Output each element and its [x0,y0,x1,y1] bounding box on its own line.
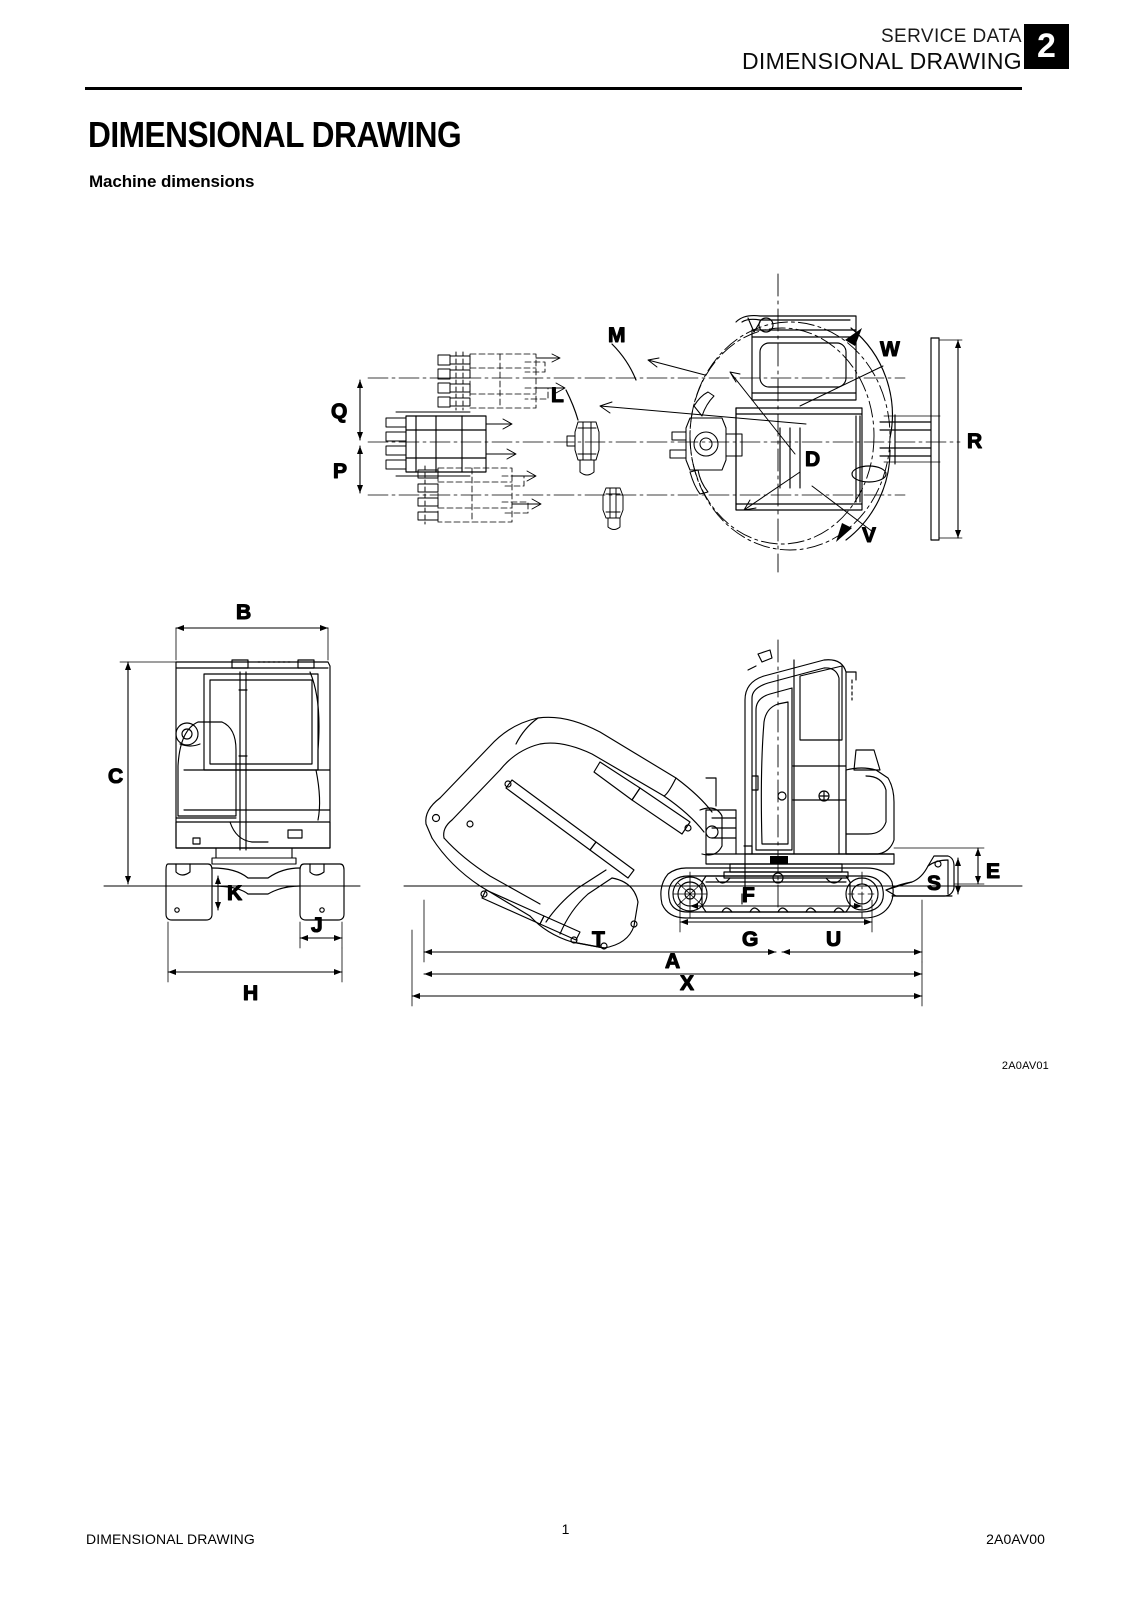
dim-label-X: X [680,972,694,995]
dim-label-T: T [592,928,605,951]
dim-label-J: J [311,914,323,937]
dim-label-D: D [805,448,820,471]
dimension-R [938,339,963,539]
dim-label-V: V [862,524,876,547]
dim-label-B: B [236,601,251,624]
upperstructure-top-view [735,315,887,511]
bucket-upper-teeth [437,351,471,411]
blade-top-view [879,337,940,541]
cab-side-elevation [705,649,895,905]
dim-label-E: E [986,860,1000,883]
dimension-B [175,625,329,661]
page-header: SERVICE DATA DIMENSIONAL DRAWING [742,26,1022,75]
header-service-data: SERVICE DATA [880,26,1022,47]
dim-label-M: M [608,324,626,347]
dim-label-C: C [108,765,123,788]
dimension-C [119,661,221,885]
footer-left: DIMENSIONAL DRAWING [86,1531,255,1547]
dim-label-G: G [742,928,758,951]
swing-arc-V [836,449,891,542]
machine-front-elevation [175,659,331,851]
page-title: DIMENSIONAL DRAWING [88,114,462,155]
dim-label-R: R [967,430,982,453]
dim-label-S: S [927,872,941,895]
dim-label-A: A [665,950,680,973]
dimension-T [423,899,777,963]
swing-arc-W [845,327,893,439]
undercarriage-front [165,863,345,921]
dimension-X [411,929,923,1007]
front-view: B C [103,600,361,1006]
figure-id: 2A0AV01 [1001,1060,1049,1072]
footer-right: 2A0AV00 [986,1531,1045,1547]
header-dimensional-drawing: DIMENSIONAL DRAWING [741,48,1022,74]
bucket-lower-teeth [417,465,439,525]
section-number-badge: 2 [1024,24,1069,69]
boom-arm-bucket-side [425,716,723,950]
track-side-elevation [660,867,894,919]
footer-page-number: 1 [561,1521,570,1537]
dim-label-H: H [243,982,258,1005]
dim-label-W: W [880,338,900,361]
dimension-G [679,899,873,933]
top-view: Q P L [330,273,983,573]
bucket-center-teeth [385,411,471,477]
dim-label-F: F [742,884,755,907]
machine-dimension-drawing: Q P L [0,210,1131,1110]
boom-bracket-top-view [669,391,743,495]
side-view: S E F G [403,639,1023,1007]
bucket-upper-position [469,353,549,409]
bucket-center-position [405,415,487,473]
dimension-U [781,899,923,963]
dim-label-P: P [333,460,347,483]
section-subtitle: Machine dimensions [89,172,255,191]
dimension-H [167,921,343,983]
dim-label-U: U [826,928,841,951]
arm-top-view-center [566,421,600,476]
dim-label-K: K [227,882,242,905]
blade-side-elevation [885,855,955,897]
dimension-E [893,847,985,885]
dim-label-Q: Q [331,400,347,423]
header-rule [85,87,1022,90]
arm-top-view-lower [602,487,624,530]
dimension-J [299,921,343,949]
dim-label-L: L [551,384,564,407]
